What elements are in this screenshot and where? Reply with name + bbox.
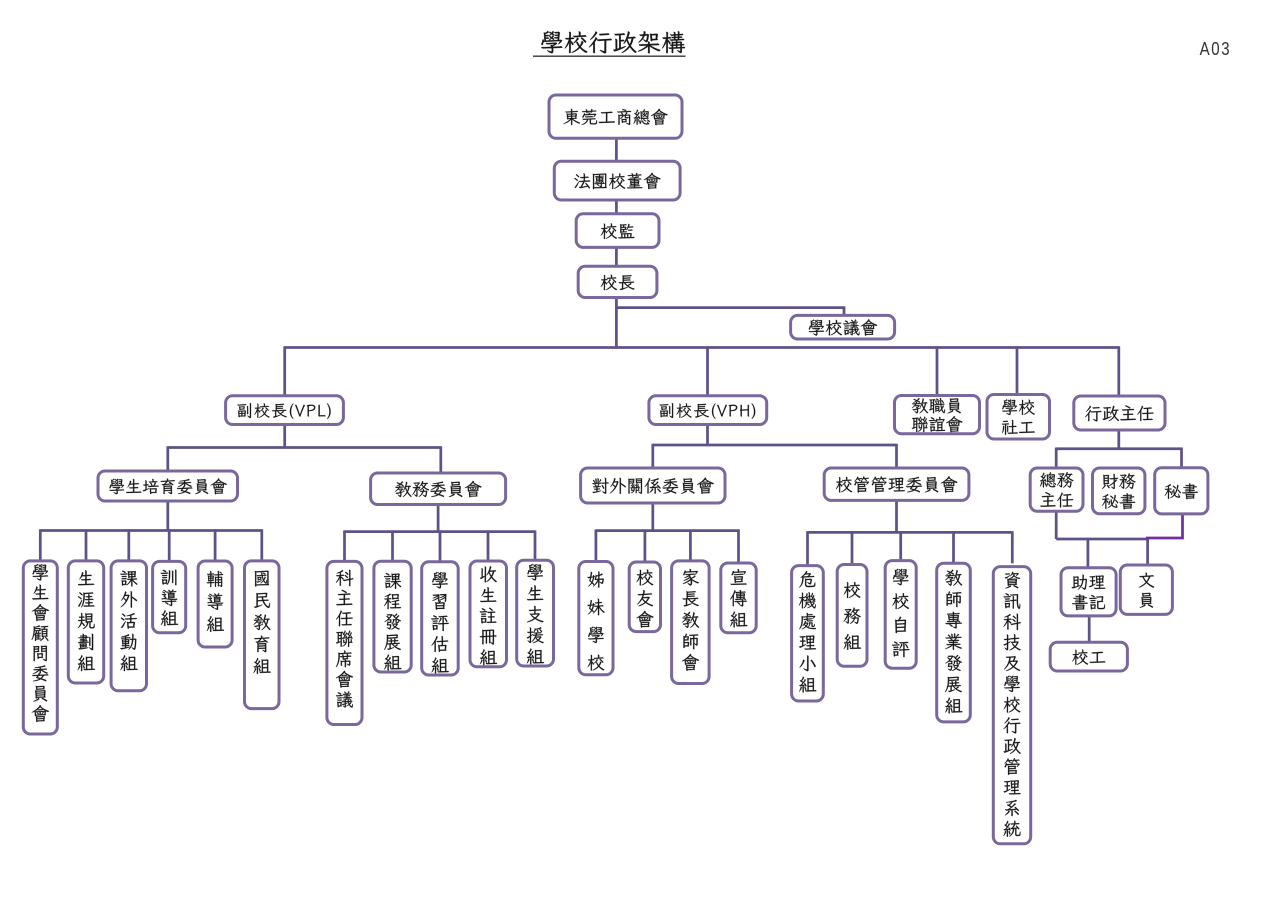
svg-text:A03: A03: [1200, 39, 1232, 60]
